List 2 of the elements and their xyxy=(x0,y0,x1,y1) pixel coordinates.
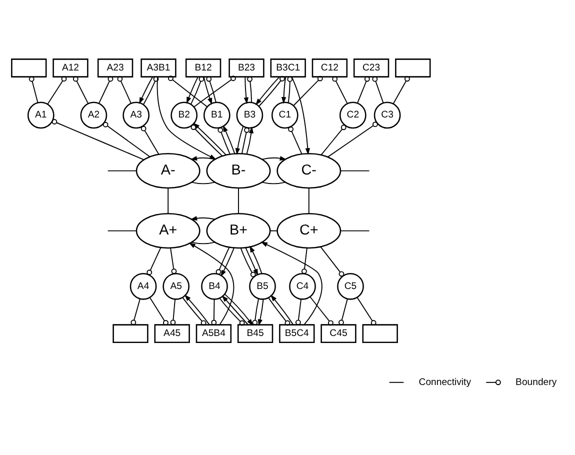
legend-label: Connectivity xyxy=(418,376,472,388)
legend-label: Boundery xyxy=(516,376,557,388)
